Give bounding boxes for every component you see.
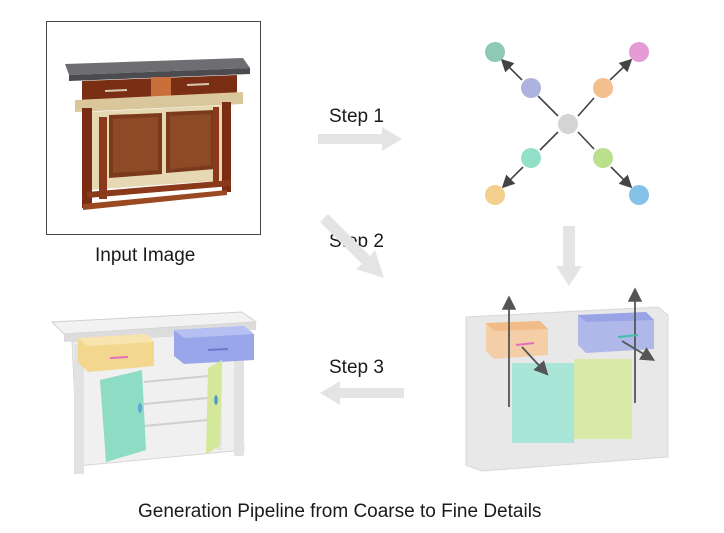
box-layout [465, 287, 669, 472]
graph-node-top-right-inner [593, 78, 613, 98]
pipeline-caption: Generation Pipeline from Coarse to Fine … [138, 501, 542, 522]
step-1-label: Step 1 [329, 106, 384, 127]
down-arrow [556, 226, 582, 286]
step-2-arrow [320, 214, 384, 278]
input-image-frame [46, 21, 261, 235]
step-1-arrow [318, 127, 402, 151]
articulated-cabinet [50, 311, 258, 474]
graph-node-bottom-left-inner [521, 148, 541, 168]
graph-node-center [558, 114, 578, 134]
input-cabinet-image [65, 58, 250, 210]
part-graph [485, 42, 649, 205]
graph-node-bottom-right-outer [629, 185, 649, 205]
graph-node-top-right-outer [629, 42, 649, 62]
step-3-label: Step 3 [329, 357, 384, 378]
graph-node-bottom-right-inner [593, 148, 613, 168]
graph-node-bottom-left-outer [485, 185, 505, 205]
graph-node-top-left-outer [485, 42, 505, 62]
input-image-caption: Input Image [95, 245, 196, 266]
step-3-arrow [320, 381, 404, 405]
graph-node-top-left-inner [521, 78, 541, 98]
